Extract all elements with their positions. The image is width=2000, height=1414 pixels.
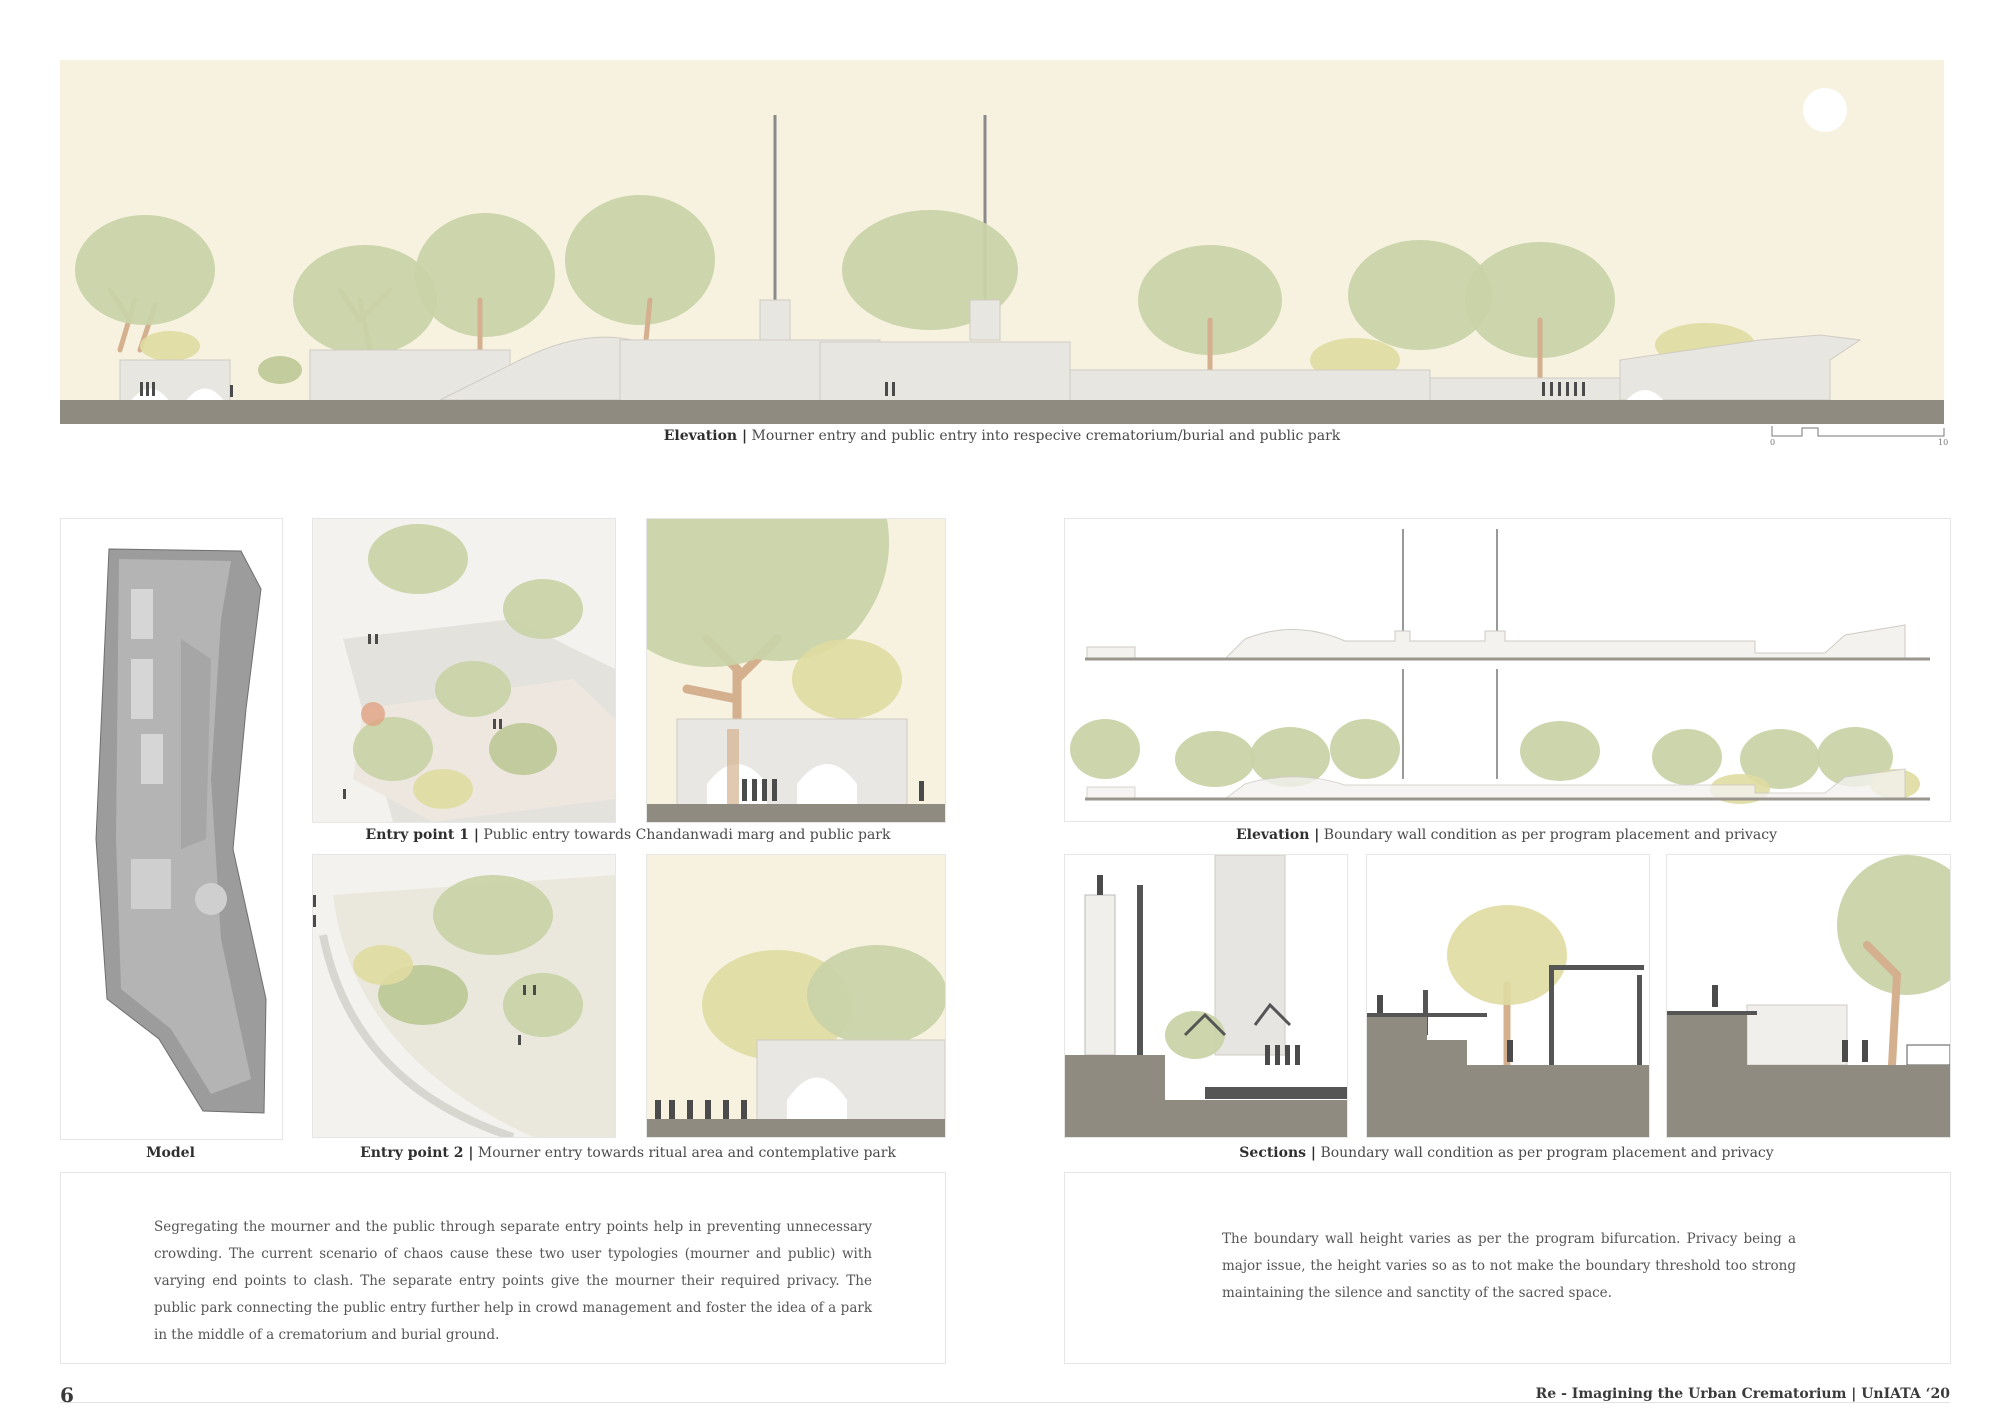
main-elevation-text: Mourner entry and public entry into resp… — [751, 428, 1341, 444]
section-3-drawing — [1666, 854, 1951, 1138]
model-title: Model — [146, 1145, 195, 1161]
footer-rule — [60, 1402, 1950, 1403]
boundary-elevation-caption: Elevation | Boundary wall condition as p… — [1064, 827, 1949, 843]
boundary-elevation-text: Boundary wall condition as per program p… — [1323, 827, 1778, 843]
main-elevation-caption: Elevation | Mourner entry and public ent… — [60, 428, 1944, 444]
sections-caption: Sections | Boundary wall condition as pe… — [1064, 1145, 1949, 1161]
entry1-text: Public entry towards Chandanwadi marg an… — [483, 827, 891, 843]
entry1-title: Entry point 1 | — [365, 827, 479, 843]
entry2-aerial-view — [312, 854, 616, 1138]
document-title: Re - Imagining the Urban Crematorium | U… — [1535, 1386, 1950, 1402]
entry2-title: Entry point 2 | — [360, 1145, 474, 1161]
entry2-caption: Entry point 2 | Mourner entry towards ri… — [312, 1145, 944, 1161]
right-paragraph: The boundary wall height varies as per t… — [1222, 1231, 1796, 1301]
main-elevation-title: Elevation | — [663, 428, 748, 444]
scale-start-label: 0 — [1770, 438, 1776, 447]
boundary-elevation-title: Elevation | — [1235, 827, 1320, 843]
entry2-text: Mourner entry towards ritual area and co… — [477, 1145, 896, 1161]
sections-title: Sections | — [1239, 1145, 1316, 1161]
entry1-aerial-view — [312, 518, 616, 823]
scale-bar: 0 10 — [1770, 424, 1950, 454]
left-paragraph: Segregating the mourner and the public t… — [154, 1219, 872, 1343]
boundary-elevation-drawing — [1064, 518, 1951, 822]
entry2-elevation-view — [646, 854, 946, 1138]
entry1-caption: Entry point 1 | Public entry towards Cha… — [312, 827, 944, 843]
right-text-box — [1064, 1172, 1951, 1364]
left-text-box — [60, 1172, 946, 1364]
sections-text: Boundary wall condition as per program p… — [1320, 1145, 1774, 1161]
page-number: 6 — [60, 1383, 74, 1407]
section-1-drawing — [1064, 854, 1348, 1138]
entry1-elevation-view — [646, 518, 946, 823]
model-panel — [60, 518, 283, 1140]
section-2-drawing — [1366, 854, 1650, 1138]
main-elevation-drawing — [60, 60, 1944, 424]
model-caption: Model — [60, 1145, 281, 1161]
scale-end-label: 10 — [1938, 438, 1949, 447]
sun-icon — [1803, 88, 1847, 132]
